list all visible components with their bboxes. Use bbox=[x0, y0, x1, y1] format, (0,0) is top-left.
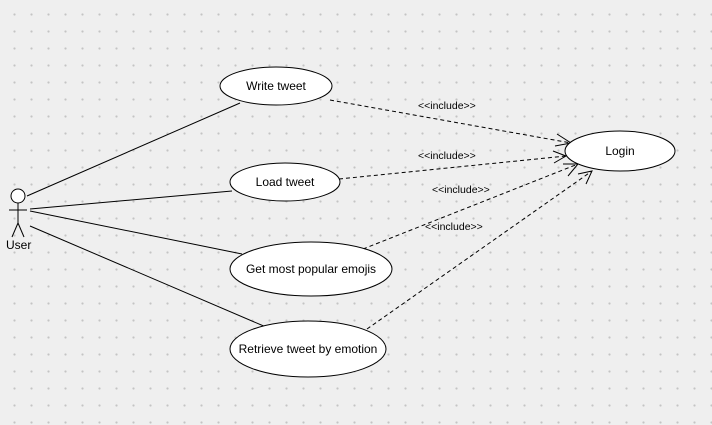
use-case-label: Write tweet bbox=[246, 79, 306, 93]
association-get-emojis bbox=[29, 210, 243, 255]
include-arrowhead-retrieve bbox=[577, 170, 593, 185]
use-case-label: Load tweet bbox=[256, 175, 315, 189]
include-label-emojis: <<include>> bbox=[432, 184, 490, 196]
include-label-retrieve: <<include>> bbox=[425, 221, 483, 233]
include-line-emojis bbox=[362, 163, 579, 250]
actor-label: User bbox=[6, 238, 31, 252]
include-line-write bbox=[329, 99, 572, 144]
include-arrowhead-load bbox=[552, 150, 568, 164]
actor-right-leg bbox=[17, 222, 25, 238]
use-case-label: Retrieve tweet by emotion bbox=[239, 342, 378, 356]
use-case-write-tweet[interactable]: Write tweet bbox=[219, 66, 333, 106]
use-case-login[interactable]: Login bbox=[564, 130, 676, 172]
actor-left-leg bbox=[11, 222, 19, 238]
actor-head bbox=[10, 188, 26, 204]
use-case-get-most-popular-emojis[interactable]: Get most popular emojis bbox=[229, 241, 393, 297]
include-label-write: <<include>> bbox=[418, 100, 476, 112]
include-arrowhead-emojis bbox=[563, 163, 580, 177]
association-retrieve-tweet bbox=[29, 225, 267, 328]
include-line-retrieve bbox=[366, 170, 593, 330]
use-case-retrieve-tweet-by-emotion[interactable]: Retrieve tweet by emotion bbox=[229, 320, 387, 378]
include-line-load bbox=[338, 155, 567, 180]
use-case-label: Get most popular emojis bbox=[246, 262, 376, 276]
include-label-load: <<include>> bbox=[418, 150, 476, 162]
actor-user[interactable] bbox=[9, 188, 27, 238]
use-case-load-tweet[interactable]: Load tweet bbox=[229, 162, 341, 202]
association-write-tweet bbox=[26, 102, 241, 197]
use-case-label: Login bbox=[605, 144, 634, 158]
include-dependencies bbox=[329, 99, 593, 330]
associations bbox=[26, 102, 267, 328]
association-load-tweet bbox=[29, 190, 233, 210]
